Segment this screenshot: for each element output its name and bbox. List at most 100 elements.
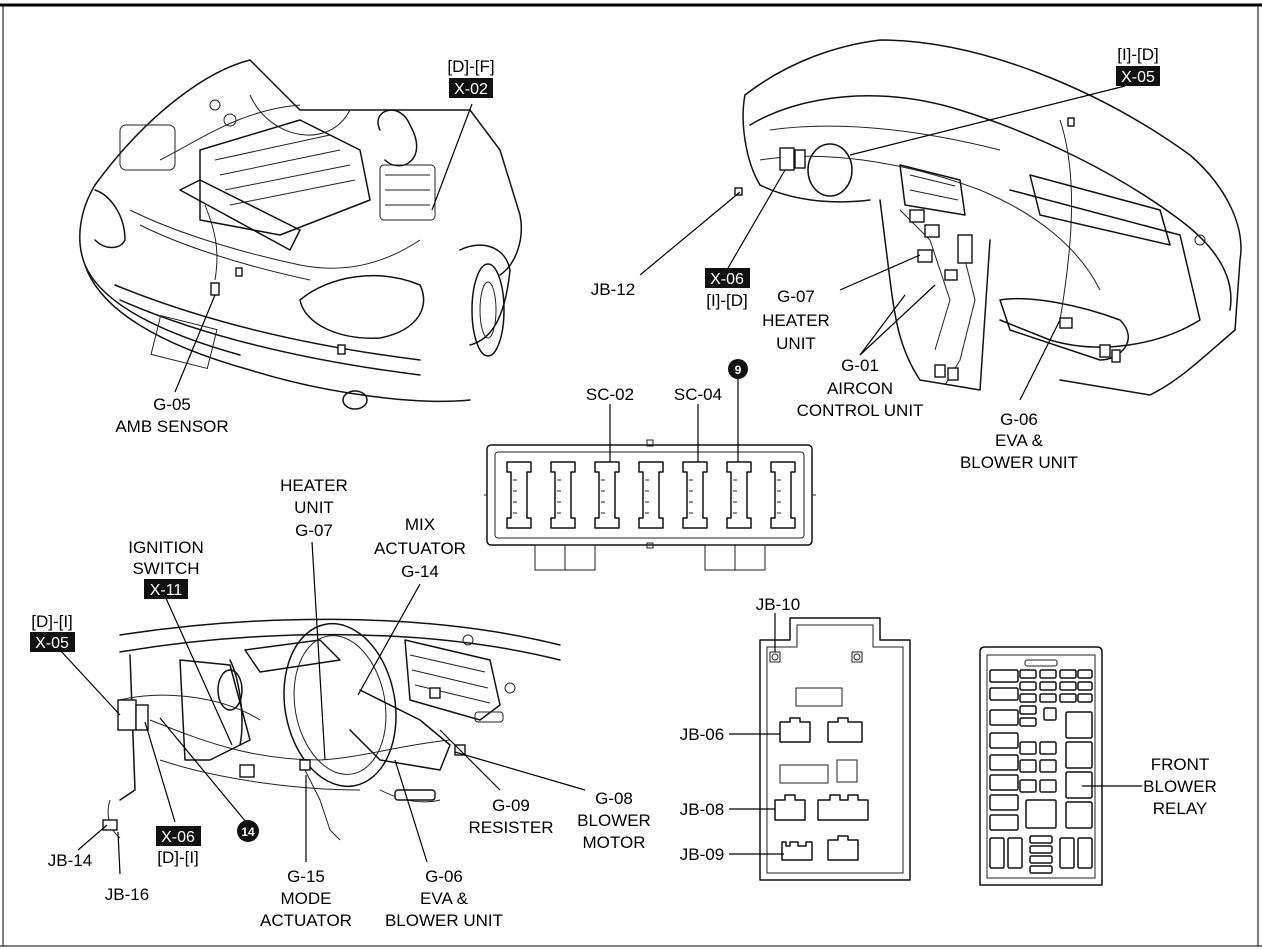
label-di-bot: [D]-[I] bbox=[157, 848, 199, 867]
relay-cell bbox=[1065, 771, 1093, 799]
label-x05-bot: X-05 bbox=[35, 635, 69, 652]
leader-jb16 bbox=[117, 831, 121, 875]
label-heater-l1: HEATER bbox=[280, 476, 348, 495]
label-mix-code: G-14 bbox=[401, 562, 439, 581]
relay-cell bbox=[989, 754, 1019, 771]
relay-cell bbox=[1029, 845, 1053, 854]
relay-cell bbox=[989, 837, 1005, 869]
tag-x06-bot bbox=[156, 826, 201, 846]
relay-cell bbox=[1029, 835, 1053, 844]
label-g06-l2: BLOWER UNIT bbox=[960, 453, 1078, 472]
label-x05-top: X-05 bbox=[1121, 69, 1155, 86]
label-g08-l2: MOTOR bbox=[583, 833, 646, 852]
label-x02: X-02 bbox=[454, 81, 488, 98]
relay-fuse-cells bbox=[989, 669, 1093, 874]
label-g15-code: G-15 bbox=[287, 867, 325, 886]
relay-cell bbox=[1059, 669, 1077, 679]
leader-heater-unit bbox=[311, 541, 326, 761]
label-x06-bot: X-06 bbox=[161, 829, 195, 846]
label-g08-l1: BLOWER bbox=[577, 811, 651, 830]
sc-connector-block bbox=[484, 439, 816, 571]
relay-cell bbox=[1065, 741, 1093, 769]
sc-slot bbox=[594, 461, 620, 529]
label-mix-l1: MIX bbox=[405, 515, 435, 534]
dashboard-illustration bbox=[734, 39, 1242, 396]
leader-g08 bbox=[454, 751, 586, 791]
label-g06-l1: EVA & bbox=[995, 431, 1044, 450]
leader-g01-a bbox=[859, 294, 906, 356]
label-mix-l2: ACTUATOR bbox=[374, 539, 466, 558]
tag-x05-bot bbox=[30, 632, 75, 652]
engine-bay-illustration bbox=[79, 59, 522, 410]
relay-cell bbox=[1019, 705, 1037, 715]
label-g06b-l2: BLOWER UNIT bbox=[385, 911, 503, 930]
leader-x11 bbox=[164, 595, 233, 746]
tag-x02 bbox=[449, 78, 493, 98]
leader-mix bbox=[357, 583, 421, 696]
label-heater-code: G-07 bbox=[295, 521, 333, 540]
relay-cell bbox=[1039, 693, 1057, 703]
label-g01-code: G-01 bbox=[841, 356, 879, 375]
relay-cell bbox=[1007, 837, 1023, 869]
label-g06b-code: G-06 bbox=[425, 867, 463, 886]
relay-cell bbox=[1065, 801, 1093, 829]
label-jb08: JB-08 bbox=[680, 800, 724, 819]
label-g09-code: G-09 bbox=[492, 796, 530, 815]
relay-cell bbox=[1019, 717, 1037, 727]
relay-cell bbox=[1059, 681, 1077, 691]
sc-slot bbox=[682, 461, 708, 529]
relay-cell bbox=[989, 709, 1019, 726]
sc-slot bbox=[506, 461, 532, 529]
label-front-l2: BLOWER bbox=[1143, 777, 1217, 796]
label-g15-l2: ACTUATOR bbox=[260, 911, 352, 930]
relay-cell bbox=[1019, 741, 1037, 755]
sc-slot bbox=[726, 461, 752, 529]
relay-cell bbox=[989, 687, 1019, 701]
label-g08-code: G-08 bbox=[595, 789, 633, 808]
relay-cell bbox=[1059, 837, 1075, 869]
relay-cell bbox=[1059, 693, 1077, 703]
label-jb10: JB-10 bbox=[756, 595, 800, 614]
label-x11: X-11 bbox=[150, 582, 183, 599]
label-ign-l1: IGNITION bbox=[128, 538, 204, 557]
label-sc02: SC-02 bbox=[586, 385, 634, 404]
relay-cell bbox=[1019, 779, 1037, 793]
label-di-top: [D]-[I] bbox=[31, 612, 73, 631]
relay-cell bbox=[989, 794, 1019, 811]
label-g09-l1: RESISTER bbox=[468, 818, 553, 837]
label-nine: 9 bbox=[735, 363, 742, 377]
tag-x05-top bbox=[1116, 66, 1160, 86]
label-x06-top: X-06 bbox=[710, 271, 744, 288]
relay-cell bbox=[1029, 855, 1053, 864]
relay-cell bbox=[1019, 669, 1037, 679]
label-fourteen: 14 bbox=[241, 825, 255, 839]
relay-cell bbox=[1025, 799, 1057, 829]
leader-g06-bot bbox=[394, 759, 428, 863]
label-id-mid: [I]-[D] bbox=[706, 291, 748, 310]
label-front-l3: RELAY bbox=[1153, 799, 1208, 818]
relay-cell bbox=[1039, 741, 1057, 755]
label-ign-l2: SWITCH bbox=[132, 559, 199, 578]
label-g06b-l1: EVA & bbox=[420, 889, 469, 908]
label-g07-code: G-07 bbox=[777, 287, 815, 306]
tag-x06-top bbox=[705, 268, 750, 288]
label-g07-l1: HEATER bbox=[762, 311, 830, 330]
marker-nine bbox=[728, 359, 748, 379]
label-g06-code: G-06 bbox=[1000, 410, 1038, 429]
jb10-junction-block bbox=[759, 617, 911, 881]
sc-slot bbox=[770, 461, 796, 529]
label-g05-code: G-05 bbox=[153, 395, 191, 414]
label-heater-l2: UNIT bbox=[294, 498, 334, 517]
label-g07-l2: UNIT bbox=[776, 334, 816, 353]
relay-cell bbox=[1019, 681, 1037, 691]
leader-fourteen bbox=[159, 717, 247, 823]
relay-cell bbox=[989, 814, 1019, 831]
leader-x05-top bbox=[849, 85, 1126, 156]
leader-x06-top bbox=[727, 169, 786, 269]
leader-g06-top bbox=[1019, 319, 1061, 401]
relay-cell bbox=[1077, 669, 1093, 679]
label-df: [D]-[F] bbox=[447, 57, 494, 76]
relay-fuse-box bbox=[979, 646, 1103, 886]
